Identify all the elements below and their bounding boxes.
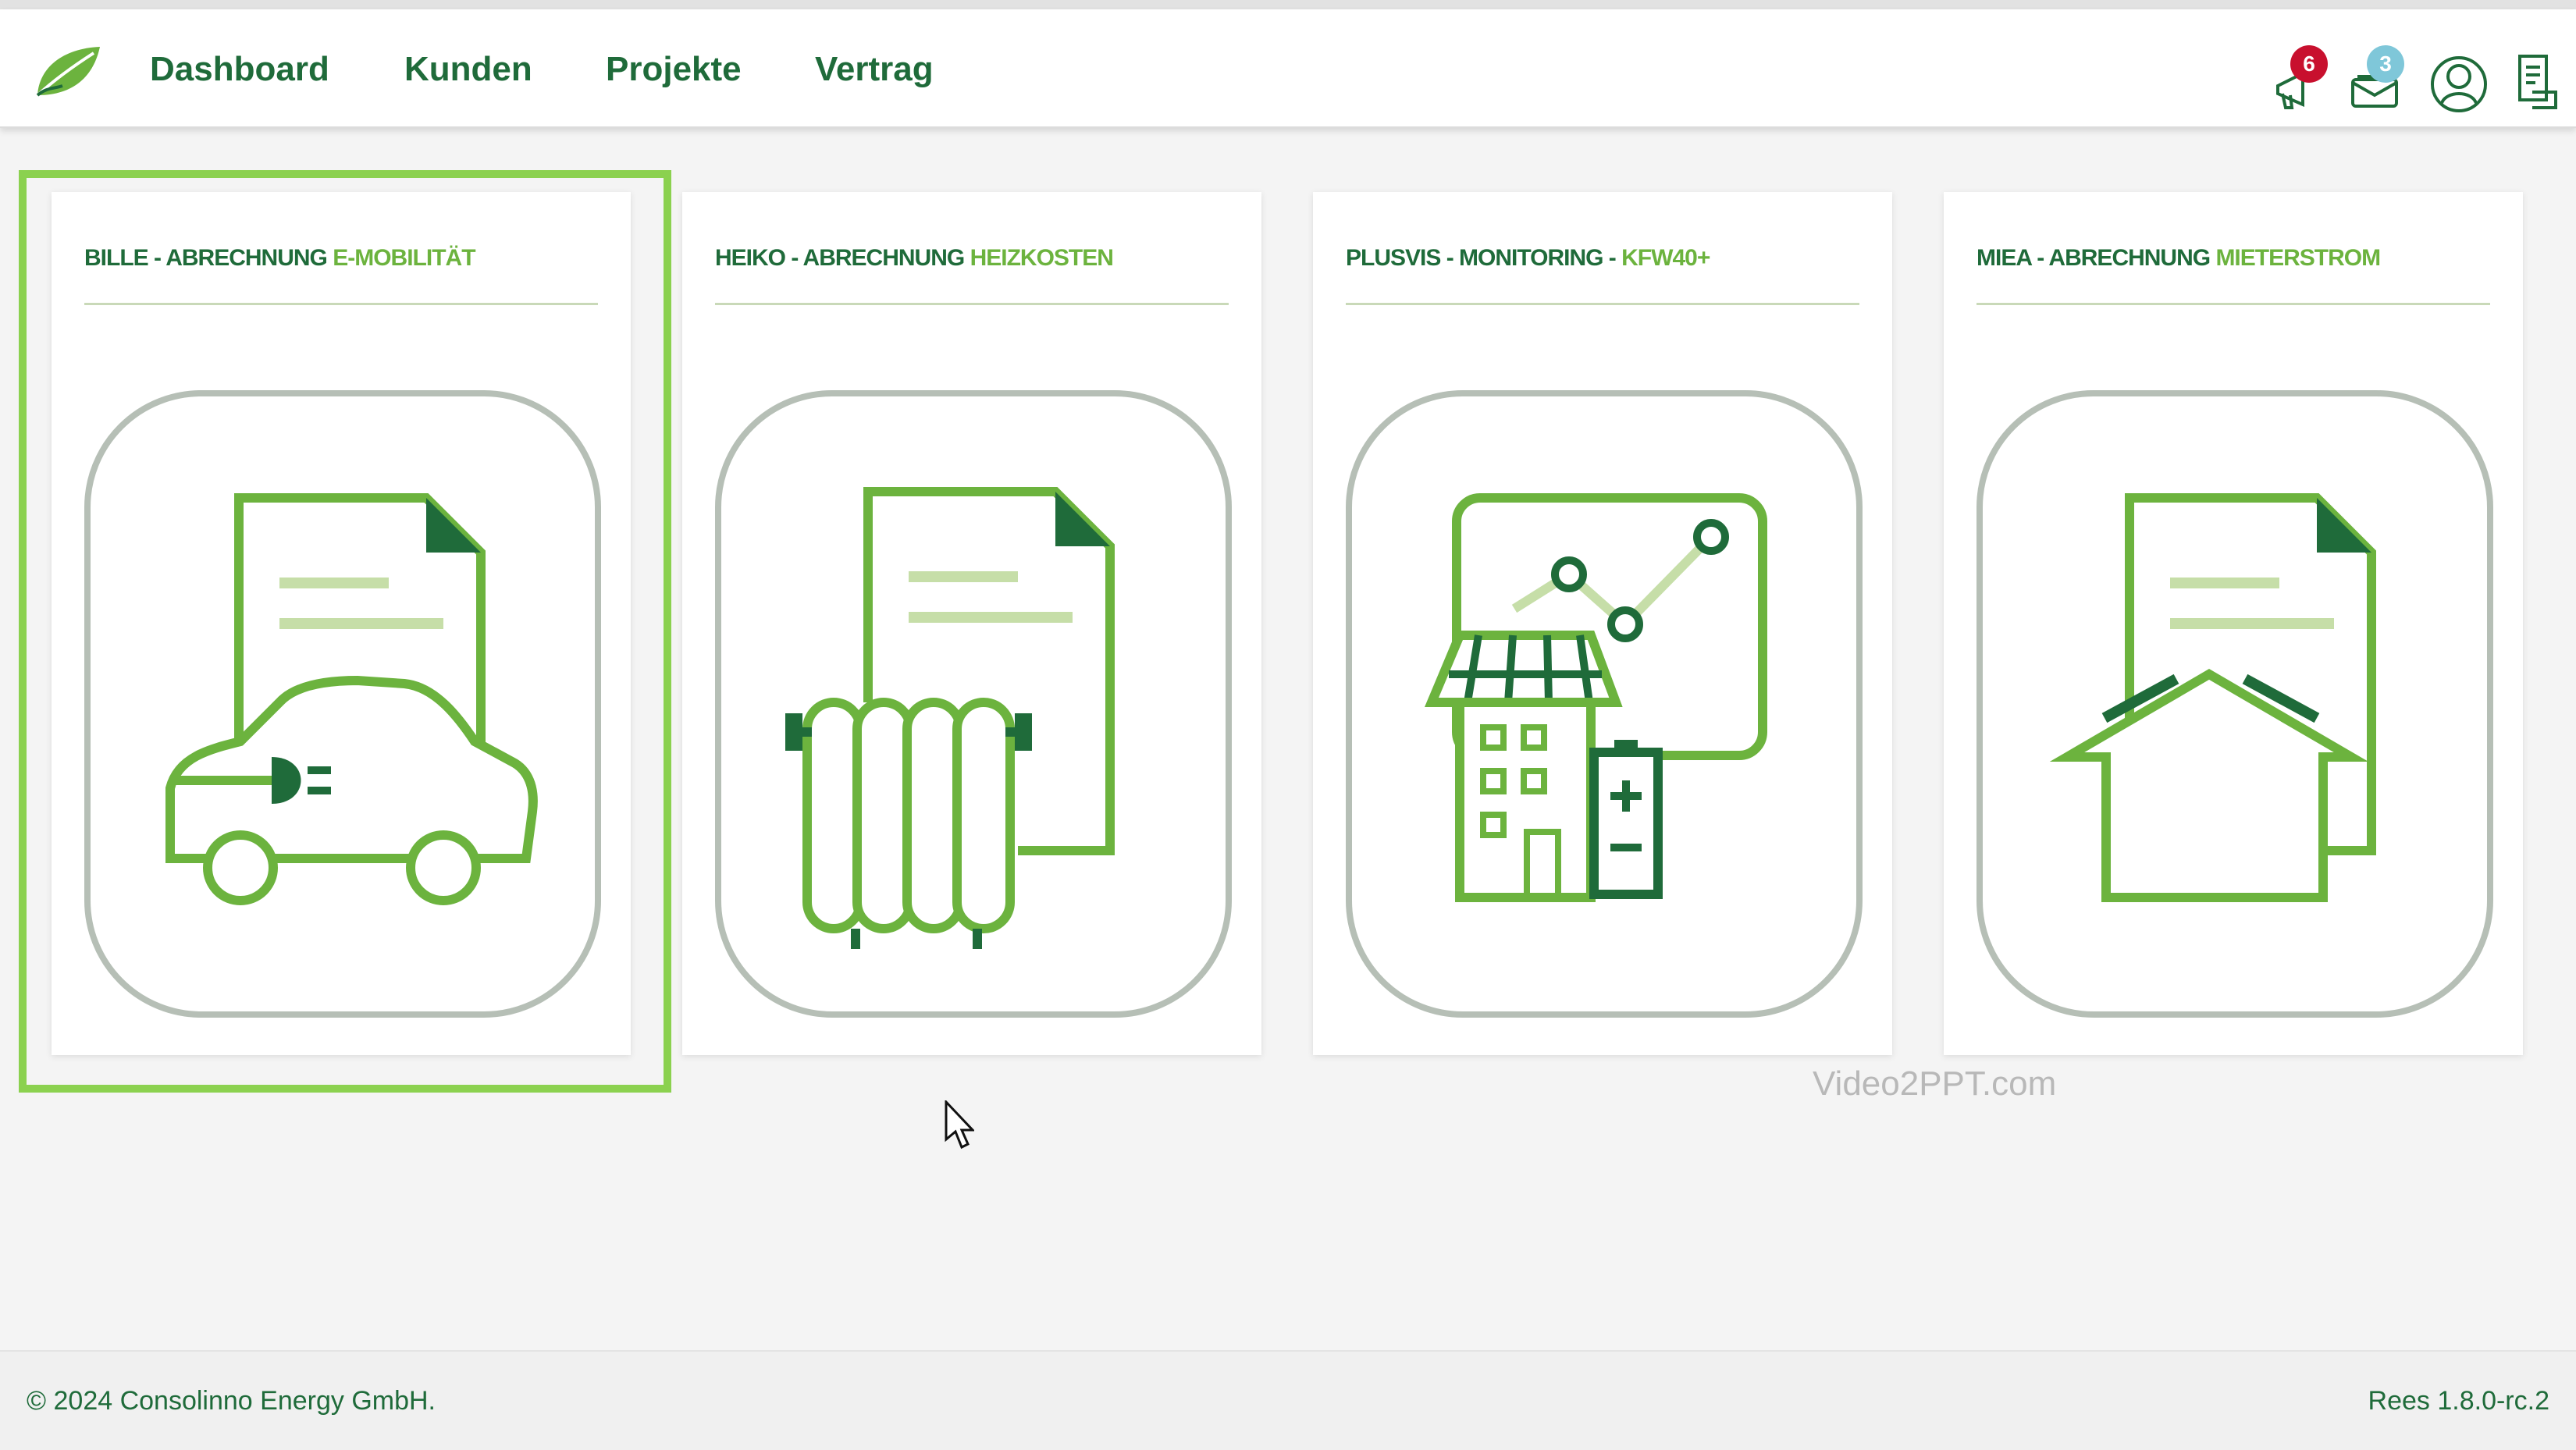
nav-dashboard[interactable]: Dashboard bbox=[150, 50, 329, 88]
mouse-pointer-icon bbox=[945, 1100, 974, 1150]
top-strip bbox=[0, 0, 2576, 9]
watermark-text: Video2PPT.com bbox=[1813, 1064, 2057, 1103]
notifications-count-badge: 6 bbox=[2290, 45, 2328, 83]
card-divider bbox=[84, 303, 598, 305]
card-divider bbox=[715, 303, 1229, 305]
nav-projekte[interactable]: Projekte bbox=[606, 50, 742, 88]
reports-button[interactable] bbox=[2509, 45, 2571, 116]
app-card-plusvis[interactable]: PLUSVIS - MONITORING - KFW40+ bbox=[1313, 192, 1892, 1055]
copyright-text: © 2024 Consolinno Energy GmbH. bbox=[27, 1386, 436, 1416]
megaphone-icon bbox=[2276, 70, 2304, 109]
messages-count-badge: 3 bbox=[2367, 45, 2404, 83]
messages-button[interactable]: 3 bbox=[2347, 45, 2409, 116]
notifications-button[interactable]: 6 bbox=[2267, 45, 2329, 116]
leaf-logo-icon[interactable] bbox=[31, 41, 103, 103]
page-footer: © 2024 Consolinno Energy GmbH. Rees 1.8.… bbox=[0, 1350, 2576, 1450]
app-card-heiko[interactable]: HEIKO - ABRECHNUNG HEIZKOSTEN bbox=[682, 192, 1261, 1055]
card-divider bbox=[1976, 303, 2490, 305]
nav-vertrag[interactable]: Vertrag bbox=[815, 50, 934, 88]
user-profile-button[interactable] bbox=[2428, 45, 2490, 116]
document-radiator-icon bbox=[785, 487, 1115, 949]
app-card-miea[interactable]: MIEA - ABRECHNUNG MIETERSTROM bbox=[1944, 192, 2523, 1055]
card-title: HEIKO - ABRECHNUNG HEIZKOSTEN bbox=[715, 245, 1114, 271]
card-title: PLUSVIS - MONITORING - KFW40+ bbox=[1346, 245, 1710, 271]
card-divider bbox=[1346, 303, 1859, 305]
version-text: Rees 1.8.0-rc.2 bbox=[2368, 1386, 2549, 1416]
user-icon bbox=[2431, 56, 2487, 112]
top-navbar: Dashboard Kunden Projekte Vertrag 6 3 bbox=[0, 9, 2576, 128]
nav-kunden[interactable]: Kunden bbox=[404, 50, 532, 88]
document-electric-car-icon bbox=[165, 493, 538, 905]
document-house-icon bbox=[2049, 493, 2376, 902]
building-solar-monitor-icon bbox=[1424, 493, 1767, 902]
card-title: BILLE - ABRECHNUNG E-MOBILITÄT bbox=[84, 245, 476, 271]
app-card-bille[interactable]: BILLE - ABRECHNUNG E-MOBILITÄT bbox=[52, 192, 631, 1055]
document-list-icon bbox=[2518, 55, 2557, 109]
card-title: MIEA - ABRECHNUNG MIETERSTROM bbox=[1976, 245, 2381, 271]
